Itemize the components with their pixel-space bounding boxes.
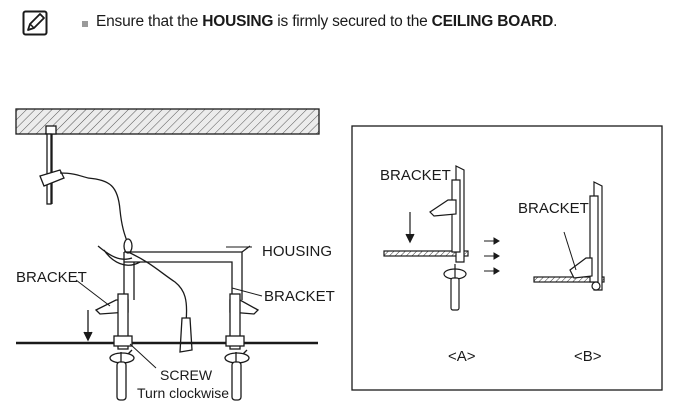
- note-row: Ensure that the HOUSING is firmly secure…: [22, 10, 662, 38]
- bracket-a-label: BRACKET: [380, 167, 451, 184]
- bracket-b-label: BRACKET: [518, 200, 589, 217]
- detail-box: [351, 125, 663, 391]
- ceiling-word: CEILING BOARD: [431, 13, 554, 30]
- bullet-icon: [82, 21, 88, 27]
- bracket-right-label: BRACKET: [264, 288, 335, 305]
- screw-label: SCREW: [160, 367, 213, 383]
- bracket-left-label: BRACKET: [16, 269, 87, 286]
- detail-a: [383, 165, 469, 311]
- transition-arrows: [484, 237, 500, 275]
- label-a: <A>: [448, 348, 476, 365]
- note-pencil-icon: [22, 10, 48, 36]
- ceiling-slab: [15, 108, 320, 135]
- turn-clockwise-label: Turn clockwise: [137, 385, 229, 401]
- note-text: Ensure that the HOUSING is firmly secure…: [96, 13, 558, 30]
- housing-word: HOUSING: [202, 13, 274, 30]
- left-figure: [15, 108, 320, 401]
- label-b: <B>: [574, 348, 602, 365]
- detail-b: [533, 181, 605, 291]
- housing-label: HOUSING: [262, 243, 332, 260]
